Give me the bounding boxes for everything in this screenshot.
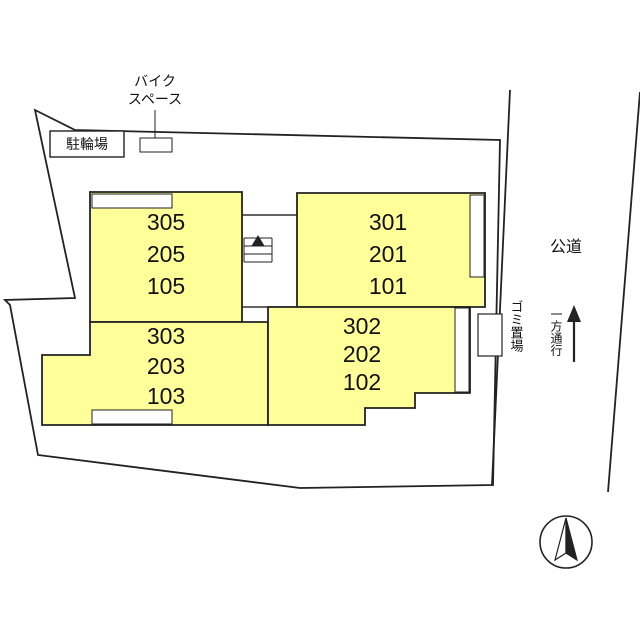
up-arrow-icon [567, 305, 581, 362]
unit-label: 302 [343, 313, 381, 339]
road-edge-right [607, 91, 640, 493]
road-edge-left [491, 89, 511, 486]
unit-block-301 [296, 192, 486, 308]
unit-label: 103 [147, 383, 185, 409]
unit-label: 202 [343, 341, 381, 367]
balcony-north [91, 193, 173, 209]
bike-space-label: スペース [128, 92, 182, 108]
public-road-label: 公道 [550, 237, 582, 256]
bicycle-parking-label: 駐輪場 [66, 136, 108, 153]
stair-hall [239, 214, 299, 308]
site-boundary [2, 108, 501, 489]
balcony-south [91, 409, 173, 425]
bicycle-parking-box [49, 130, 125, 158]
unit-label: 101 [369, 273, 407, 299]
unit-label: 102 [343, 369, 381, 395]
unit-block-302 [267, 306, 471, 426]
bike-space-label: バイク [134, 74, 176, 90]
bike-space-box [139, 137, 173, 153]
unit-label: 105 [147, 273, 185, 299]
balcony-east [469, 194, 485, 278]
stairs-icon [243, 235, 273, 263]
unit-label: 203 [147, 353, 185, 379]
garbage-box [477, 313, 503, 357]
corridor-east [454, 307, 470, 393]
unit-label: 305 [147, 209, 185, 235]
one-way-label: 一方通行 [549, 308, 563, 356]
north-arrow-icon [539, 515, 593, 569]
unit-label: 205 [147, 241, 185, 267]
unit-label: 201 [369, 241, 407, 267]
unit-label: 303 [147, 323, 185, 349]
unit-label: 301 [369, 209, 407, 235]
garbage-label: ゴミ置場 [508, 300, 524, 352]
